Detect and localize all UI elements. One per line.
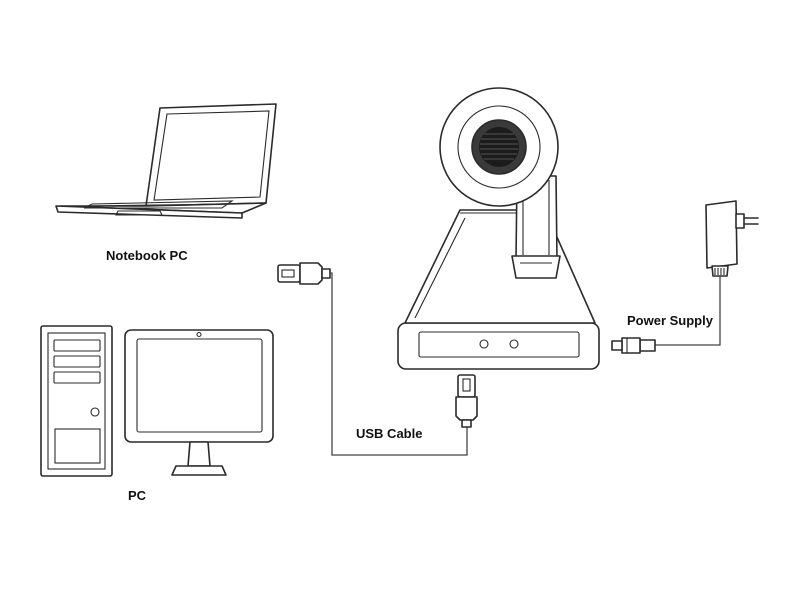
- notebook-pc-label: Notebook PC: [106, 248, 188, 263]
- power-supply-label: Power Supply: [627, 313, 713, 328]
- ptz-camera-icon: [397, 87, 600, 370]
- usb-cable-label: USB Cable: [356, 426, 423, 441]
- desktop-tower-icon: [40, 325, 113, 477]
- monitor-icon: [124, 329, 274, 476]
- usb-cable-icon: [277, 262, 478, 456]
- pc-label: PC: [128, 488, 147, 503]
- power-adapter-icon: [611, 200, 759, 354]
- laptop-icon: [55, 103, 277, 219]
